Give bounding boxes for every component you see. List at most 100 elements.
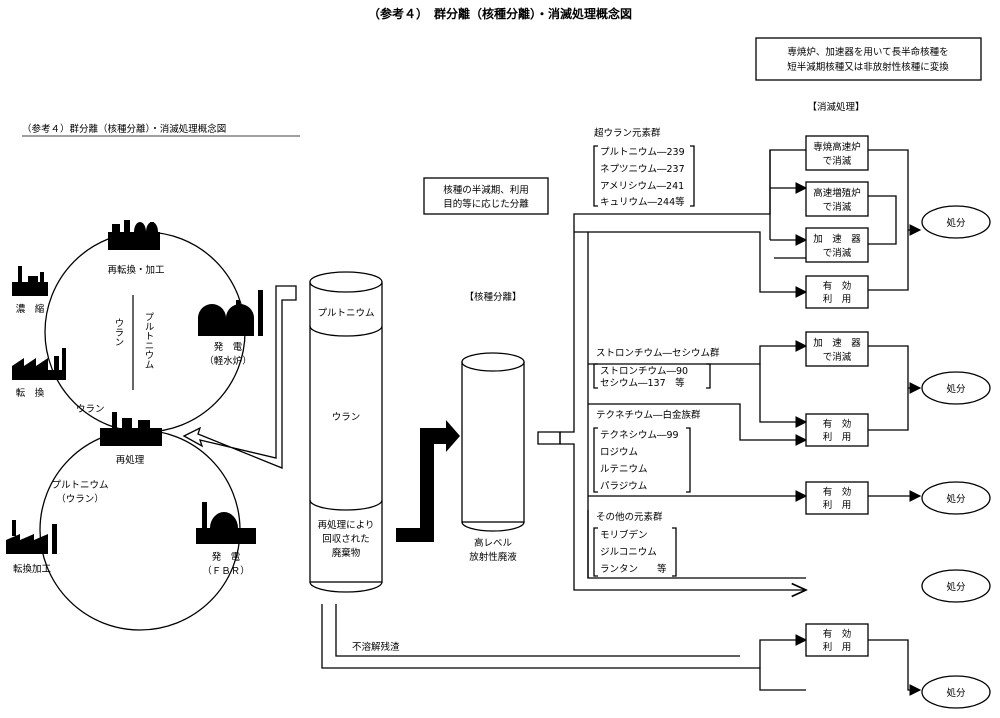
- separation-note-line-2: 目的等に応じた分離: [443, 198, 529, 210]
- cylinder-waste-line-2: 回収された: [322, 533, 370, 545]
- disposal-ellipse-5: [921, 675, 991, 709]
- others-item-3: ランタン 等: [600, 563, 667, 575]
- enrichment-factory-icon: [12, 266, 48, 296]
- hlw-label-1: 高レベル: [474, 537, 513, 549]
- uranium-vertical-label: ウラン: [113, 318, 124, 347]
- effective-use-3-line-1: 有 効: [823, 486, 852, 498]
- fast-breeder-line-2: で消滅: [823, 201, 852, 213]
- reprocessing-to-cylinder-arrow: [182, 285, 297, 469]
- tcpgm-item-4: パラジウム: [600, 481, 647, 492]
- process-boxes: 専焼高速炉 で消滅 高速増殖炉 で消滅 加 速 器 で消滅 有 効 利 用 加 …: [805, 135, 869, 657]
- srcs-item-1: ストロンチウム―90: [600, 366, 688, 377]
- separation-note-box: [423, 177, 549, 215]
- lwr-power-sub: （軽水炉）: [204, 355, 252, 367]
- srcs-item-2: セシウム―137 等: [600, 377, 685, 389]
- top-note-line-2: 短半減期核種又は非放射性核種に変換: [787, 61, 949, 73]
- dedicated-fast-reactor-line-1: 専焼高速炉: [813, 141, 861, 153]
- cylinder-uranium: ウラン: [332, 412, 361, 423]
- waste-to-hlw-arrow: [396, 420, 460, 542]
- effective-use-4-line-2: 利 用: [823, 641, 852, 653]
- accelerator-line-1: 加 速 器: [813, 234, 861, 245]
- conversion-fab-factory-icon: [6, 520, 57, 554]
- disposal-ellipse-3: [921, 481, 991, 515]
- cylinder-waste-line-3: 廃棄物: [332, 547, 361, 559]
- cylinder-divider-2: [309, 499, 383, 511]
- transuranic-item-3: アメリシウム―241: [600, 181, 684, 192]
- others-group-name: その他の元素群: [596, 511, 663, 523]
- hlw-label-2: 放射性廃液: [469, 551, 517, 563]
- inner-subtitle: （参考４）群分離（核種分離）・消滅処理概念図: [22, 123, 226, 135]
- top-note-line-1: 専焼炉、加速器を用いて長半命核種を: [787, 46, 948, 58]
- cylinder-bottom: [309, 581, 383, 593]
- accelerator-box: [805, 227, 869, 263]
- effective-use-1-line-1: 有 効: [823, 280, 852, 292]
- srcs-group-name: ストロンチウム―セシウム群: [596, 347, 720, 359]
- effective-use-box-1: [805, 275, 869, 309]
- disposal-label-3: 処分: [946, 493, 966, 505]
- tcpgm-item-3: ルテニウム: [600, 464, 648, 475]
- tcpgm-item-2: ロジウム: [600, 447, 638, 458]
- transuranic-group-name: 超ウラン元素群: [594, 127, 661, 139]
- effective-use-3-line-2: 利 用: [823, 499, 852, 511]
- dedicated-fast-reactor-box: [805, 135, 869, 171]
- plutonium-vertical-label: プルトニウム: [143, 312, 155, 369]
- plutonium-uranium-label: プルトニウム: [51, 480, 108, 491]
- disposal-ellipse-2: [921, 371, 991, 405]
- srcs-bracket: [593, 363, 711, 389]
- insoluble-label: 不溶解残渣: [352, 641, 400, 653]
- uranium-label: ウラン: [76, 404, 105, 415]
- effective-use-box-3: [805, 481, 869, 515]
- reprocessing-plant-icon: [100, 412, 162, 446]
- lwr-plant-icon: [198, 290, 263, 336]
- hlw-cylinder: [461, 352, 525, 532]
- effective-use-2-line-1: 有 効: [823, 418, 852, 430]
- accelerator-line-2: で消滅: [823, 247, 852, 259]
- transuranic-item-4: キュリウム―244等: [600, 196, 685, 208]
- others-item-1: モリブデン: [600, 529, 648, 541]
- cylinder-waste-line-1: 再処理により: [318, 519, 375, 531]
- fbr-power-sub: （ＦＢＲ）: [202, 565, 250, 577]
- effective-use-box-4: [805, 623, 869, 657]
- effective-use-box-2: [805, 413, 869, 447]
- others-bracket: [593, 527, 677, 577]
- accelerator-2-line-1: 加 速 器: [813, 338, 861, 349]
- page-title: （参考４） 群分離（核種分離）・消滅処理概念図: [368, 6, 632, 21]
- conversion-factory-icon: [12, 348, 66, 380]
- top-note-box: [755, 37, 982, 81]
- others-item-2: ジルコニウム: [600, 547, 657, 558]
- disposal-ellipse-1: [921, 205, 991, 239]
- separation-header: 【核種分離】: [464, 291, 521, 303]
- disposal-nodes: 処分 処分 処分 処分 処分: [921, 205, 991, 709]
- separation-note-line-1: 核種の半減期、利用: [443, 184, 529, 196]
- effective-use-4-line-1: 有 効: [823, 628, 852, 640]
- accelerator-box-2: [805, 331, 869, 367]
- cylinder-divider-1: [309, 325, 383, 337]
- disposal-ellipse-4: [921, 569, 991, 603]
- cylinder-plutonium: プルトニウム: [317, 308, 374, 319]
- plutonium-uranium-sub: （ウラン）: [56, 493, 104, 505]
- transmutation-header: 【消滅処理】: [807, 101, 864, 113]
- disposal-label-5: 処分: [946, 687, 966, 699]
- reprocessing-label: 再処理: [116, 454, 145, 466]
- reconversion-factory-icon: [108, 220, 160, 250]
- transuranic-item-1: プルトニウム―239: [600, 147, 685, 158]
- dedicated-fast-reactor-line-2: で消滅: [823, 155, 852, 167]
- enrichment-label: 濃 縮: [16, 303, 45, 315]
- disposal-label-4: 処分: [946, 581, 966, 593]
- tcpgm-item-1: テクネシウム―99: [600, 430, 679, 441]
- effective-use-1-line-2: 利 用: [823, 293, 852, 305]
- fast-breeder-line-1: 高速増殖炉: [813, 187, 861, 199]
- conversion-label: 転 換: [16, 387, 45, 399]
- waste-cylinder: プルトニウム ウラン 再処理により 回収された 廃棄物: [309, 271, 383, 593]
- transuranic-item-2: ネプツニウム―237: [600, 164, 685, 175]
- fast-breeder-box: [805, 181, 869, 217]
- tcpgm-bracket: [593, 427, 691, 493]
- cylinder-top: [309, 271, 383, 293]
- branch-lines: [321, 149, 922, 696]
- fbr-plant-icon: [196, 502, 256, 544]
- lwr-power-label: 発 電: [214, 341, 243, 353]
- accelerator-2-line-2: で消滅: [823, 351, 852, 363]
- effective-use-2-line-2: 利 用: [823, 431, 852, 443]
- reconversion-label: 再転換・加工: [107, 264, 165, 276]
